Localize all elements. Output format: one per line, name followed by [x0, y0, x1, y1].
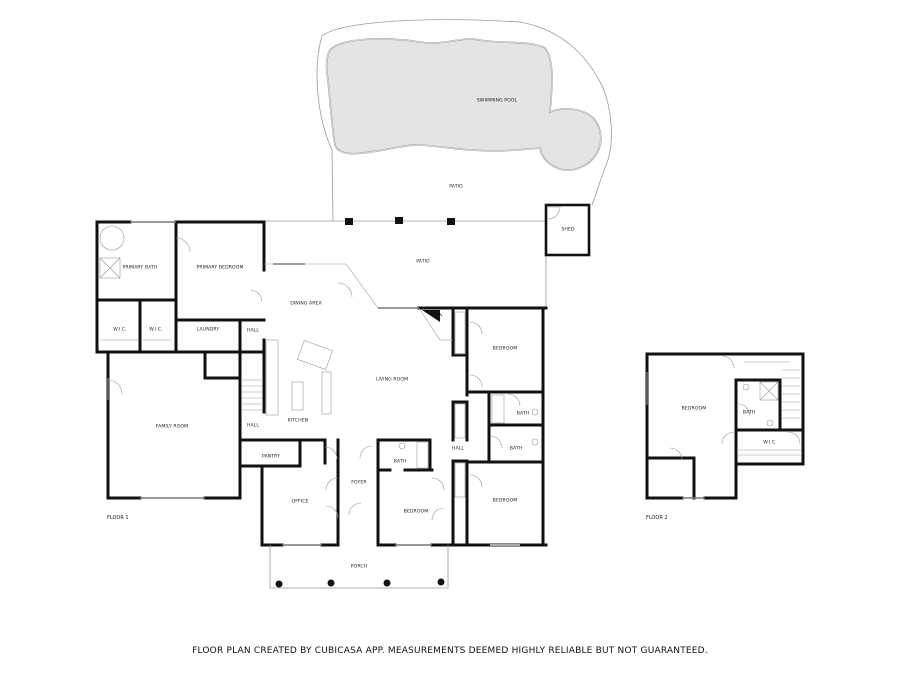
patio-outline	[264, 220, 547, 308]
room-label-laundry: LAUNDRY	[196, 327, 220, 333]
floor2-details	[646, 355, 801, 499]
room-label-wic-1: W.I.C.	[113, 327, 127, 333]
room-label-hall-2: HALL	[246, 423, 260, 429]
porch-outline	[269, 545, 449, 589]
floor1-details	[99, 221, 539, 546]
shed-outline	[544, 203, 591, 257]
room-label-patio-covered: PATIO	[416, 259, 430, 265]
room-label-bath-3: BATH	[509, 446, 523, 452]
room-label-pantry: PANTRY	[261, 454, 281, 460]
room-label-porch: PORCH	[350, 564, 368, 570]
floor-2-label: FLOOR 2	[646, 515, 668, 521]
room-label-bath-1: BATH	[393, 459, 407, 465]
room-label-hall-1: HALL	[246, 328, 260, 334]
room-label-bath-2: BATH	[516, 411, 530, 417]
room-label-bedroom-2: BEDROOM	[492, 346, 518, 352]
room-label-hall-3: HALL	[451, 446, 465, 452]
disclaimer-footer: FLOOR PLAN CREATED BY CUBICASA APP. MEAS…	[192, 646, 708, 656]
floor-1-label: FLOOR 1	[107, 515, 129, 521]
room-label-bedroom-upper: BEDROOM	[681, 406, 707, 412]
room-label-patio-open: PATIO	[449, 184, 463, 190]
room-label-bedroom-1: BEDROOM	[403, 509, 429, 515]
room-label-wic-2: W.I.C.	[149, 327, 163, 333]
room-label-shed: SHED	[561, 227, 575, 233]
room-label-bedroom-3: BEDROOM	[492, 498, 518, 504]
room-label-living-room: LIVING ROOM	[375, 377, 409, 383]
room-label-swimming-pool: SWIMMING POOL	[476, 98, 518, 104]
room-label-kitchen: KITCHEN	[287, 418, 309, 424]
room-label-wic-upper: W.I.C.	[763, 440, 777, 446]
room-label-foyer: FOYER	[351, 480, 367, 486]
room-label-primary-bath: PRIMARY BATH	[122, 265, 158, 271]
floor1-walls	[95, 220, 548, 547]
pool-deck-outline	[316, 19, 612, 222]
swimming-pool-shape	[325, 38, 602, 171]
room-label-bath-upper: BATH	[742, 410, 756, 416]
room-label-primary-bedroom: PRIMARY BEDROOM	[196, 265, 244, 271]
room-label-family-room: FAMILY ROOM	[155, 424, 189, 430]
floor2-walls	[645, 352, 805, 500]
room-label-office: OFFICE	[291, 499, 309, 505]
room-label-dining-area: DINING AREA	[290, 301, 322, 307]
fireplace	[427, 309, 443, 319]
patio-posts	[345, 217, 455, 225]
